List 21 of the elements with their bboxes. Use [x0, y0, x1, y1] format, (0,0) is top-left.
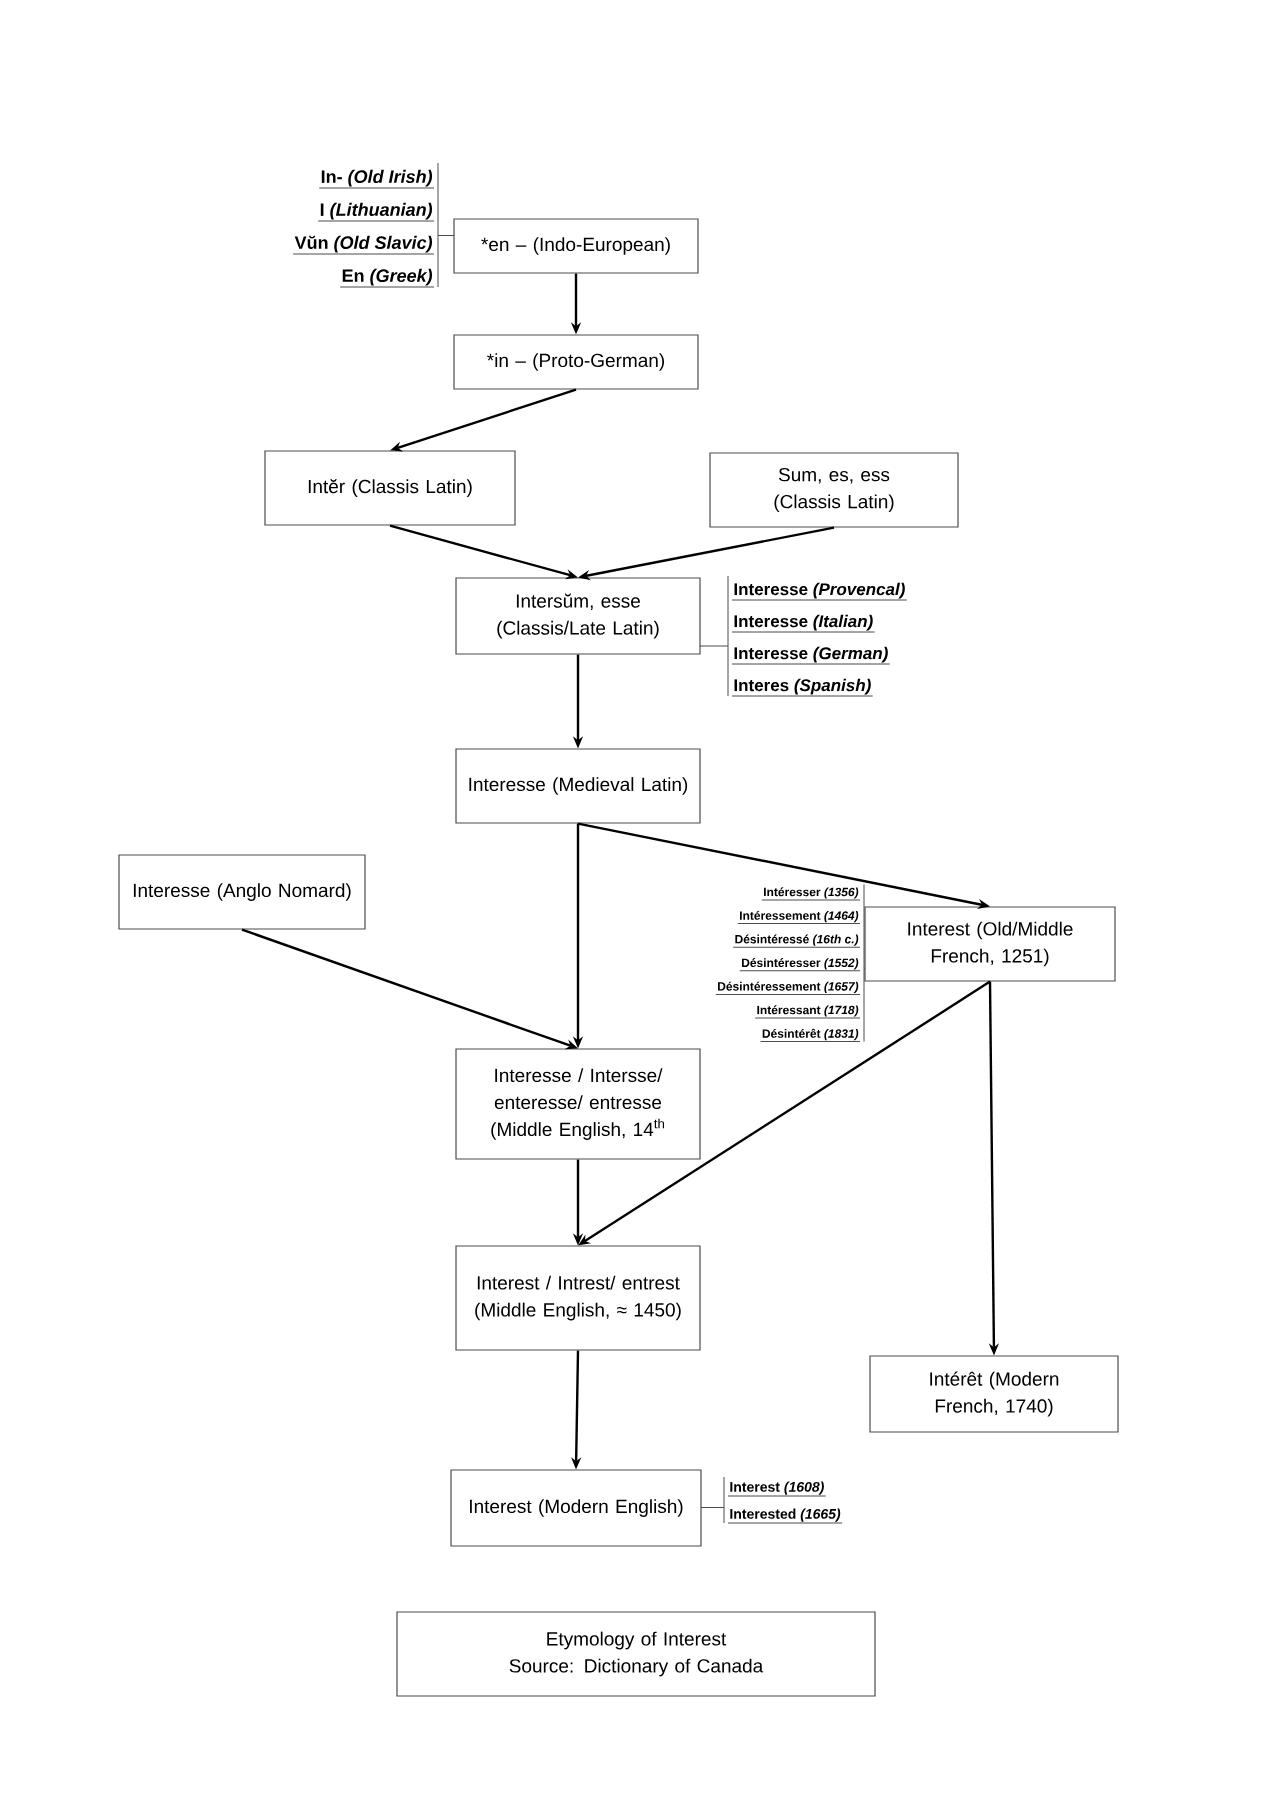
etymology-box: Intersŭm, esse (Classis/Late Latin)	[455, 577, 701, 655]
cognate-label: In- (Old Irish)	[318, 169, 435, 189]
etymology-box: Interesse (Anglo Nomard)	[118, 854, 366, 930]
etymology-box: Interesse / Intersse/ enteresse/ entresse (Middle English, 14$^{th}$	[455, 1048, 701, 1160]
cognate-label: Vŭn (Old Slavic)	[292, 235, 435, 255]
etymology-box: Interest / Intrest/ entrest (Middle English, ≈ 1450)	[455, 1245, 701, 1351]
cognate-label: Interes (Spanish)	[731, 678, 874, 697]
cognate-label: En (Greek)	[339, 268, 435, 288]
cognate-label: I (Lithuanian)	[317, 202, 435, 222]
etymology-box: *in – (Proto-German)	[453, 334, 699, 390]
etymology-box: Sum, es, ess (Classis Latin)	[709, 452, 959, 528]
etymology-box: Intĕr (Classis Latin)	[264, 450, 516, 526]
cognate-label: Interesse (Provencal)	[731, 582, 908, 601]
etymology-box: Interest (Modern English)	[450, 1469, 702, 1547]
caption-box: Etymology of Interest Source: Dictionary of Canada	[396, 1611, 876, 1697]
cognate-label: Interesse (German)	[731, 646, 891, 665]
etymology-box: Interest (Old/Middle French, 1251)	[864, 906, 1116, 982]
etymology-box: *en – (Indo-European)	[453, 218, 699, 274]
etymology-box: Interesse (Medieval Latin)	[455, 748, 701, 824]
cognate-label: Interesse (Italian)	[731, 614, 876, 633]
etymology-box: Intérêt (Modern French, 1740)	[869, 1355, 1119, 1433]
